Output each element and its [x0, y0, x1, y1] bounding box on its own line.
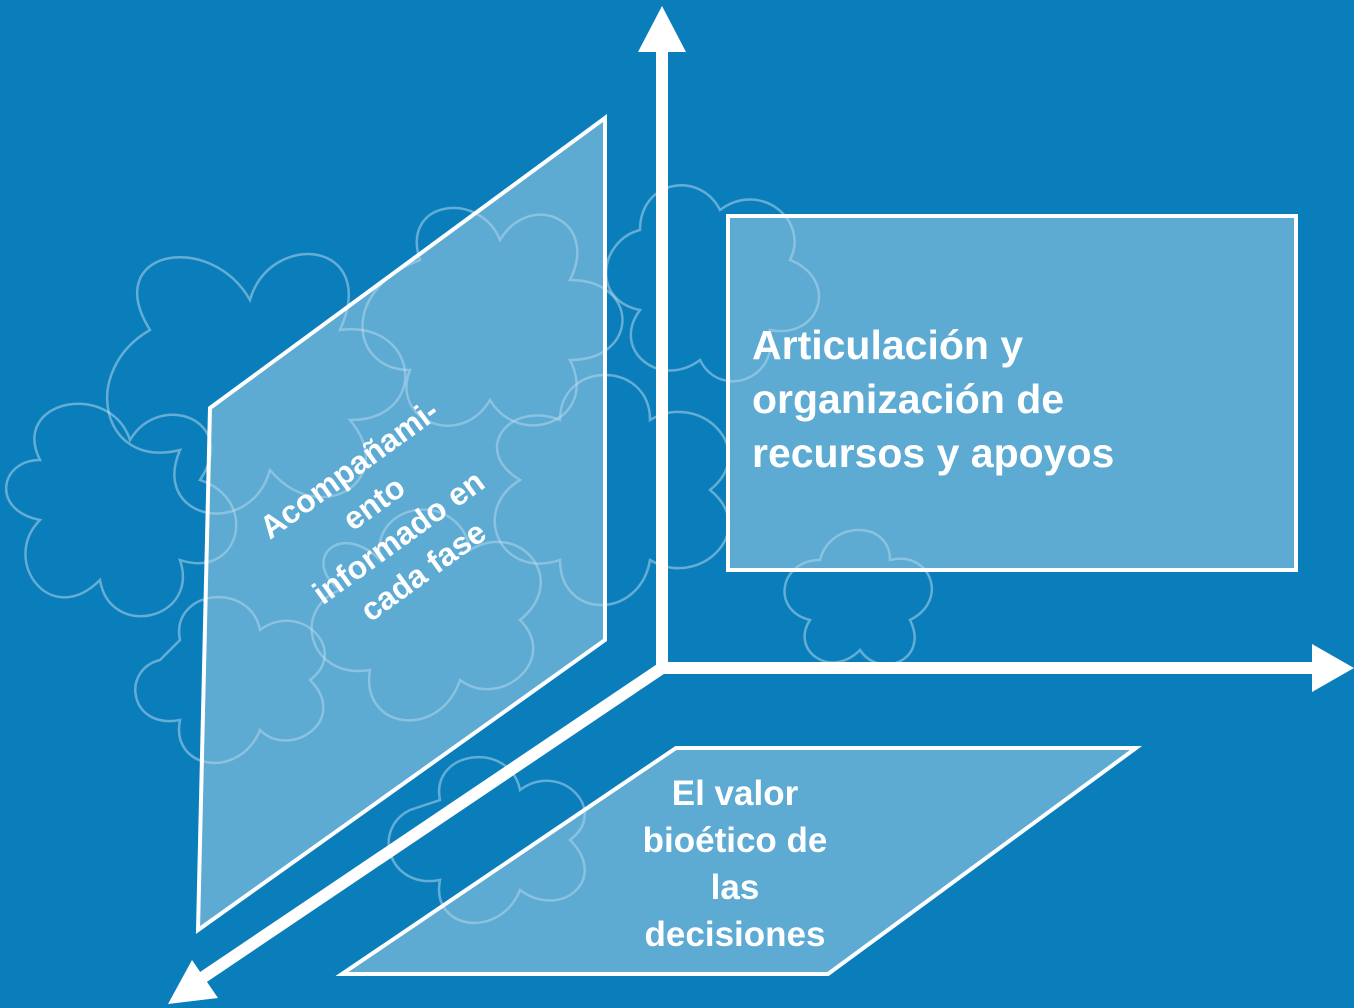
panel-bottom-line: decisiones — [644, 915, 826, 954]
panel-bottom-line: El valor — [671, 774, 799, 813]
arrow-up-icon — [638, 6, 686, 52]
right-plane-panel — [726, 214, 1298, 572]
panel-right-line: recursos y apoyos — [752, 430, 1115, 476]
left-plane-panel — [195, 114, 607, 934]
panel-right-line: Articulación y — [752, 322, 1024, 368]
panel-bottom-line: bioético de — [642, 821, 828, 860]
diagonal-axis-line — [192, 663, 666, 987]
panel-bottom-line: las — [710, 868, 760, 907]
flower-petal-outline — [5, 402, 238, 618]
panel-bottom-label: El valor bioético de las decisiones — [600, 770, 870, 958]
bottom-plane-panel — [335, 746, 1143, 976]
arrow-right-icon — [1312, 644, 1354, 692]
arrow-down-left-icon — [168, 960, 218, 1004]
panel-right-line: organización de — [752, 376, 1065, 422]
panel-right-label: Articulación y organización de recursos … — [752, 318, 1114, 480]
